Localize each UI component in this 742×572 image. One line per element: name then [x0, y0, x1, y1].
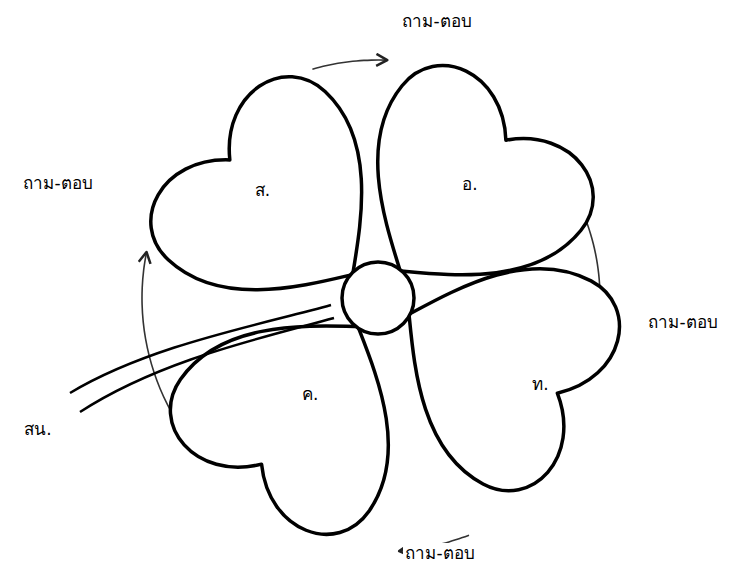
curved-arrow [142, 253, 176, 420]
stem-line [70, 305, 331, 393]
arrow-label: ถาม-ตอบ [403, 543, 476, 563]
arrow-label: ถาม-ตอบ [21, 173, 94, 193]
arrow-label: ถาม-ตอบ [400, 11, 473, 31]
leaf-label: ท. [532, 374, 548, 394]
clover-leaf: ส. [128, 54, 376, 307]
leaf-label: ค. [302, 384, 318, 404]
leaf-label: ส. [255, 180, 270, 200]
center-circle [342, 262, 414, 334]
leaf-outline [358, 43, 615, 285]
stem-line [80, 318, 334, 412]
clover-leaf: อ. [358, 43, 615, 285]
arrow-label: ถาม-ตอบ [646, 312, 719, 332]
leaf-outline [409, 248, 640, 510]
curved-arrow [312, 60, 386, 69]
leaf-shape [150, 261, 452, 555]
leaf-outline [128, 54, 376, 307]
clover-leaf: ท. [409, 248, 640, 510]
leaf-shape [355, 213, 638, 509]
clover-leaf: ค. [149, 322, 409, 556]
stem-label: สน. [24, 419, 51, 439]
leaf-label: อ. [462, 174, 477, 194]
leaf-outline [149, 322, 409, 556]
